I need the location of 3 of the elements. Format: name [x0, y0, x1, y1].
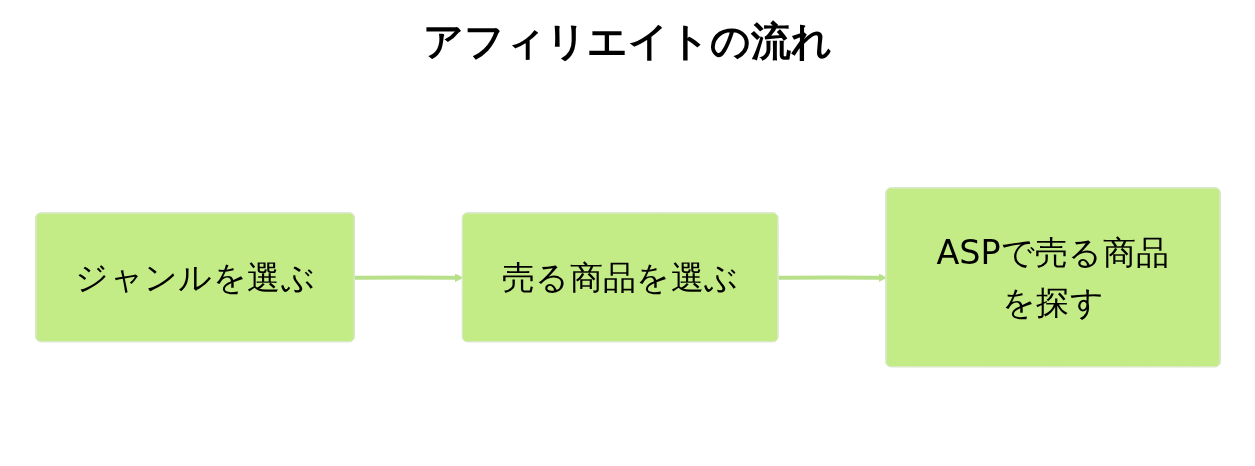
- diagram-title: アフィリエイトの流れ: [423, 17, 832, 66]
- arrow: [354, 273, 463, 283]
- arrow: [777, 273, 887, 283]
